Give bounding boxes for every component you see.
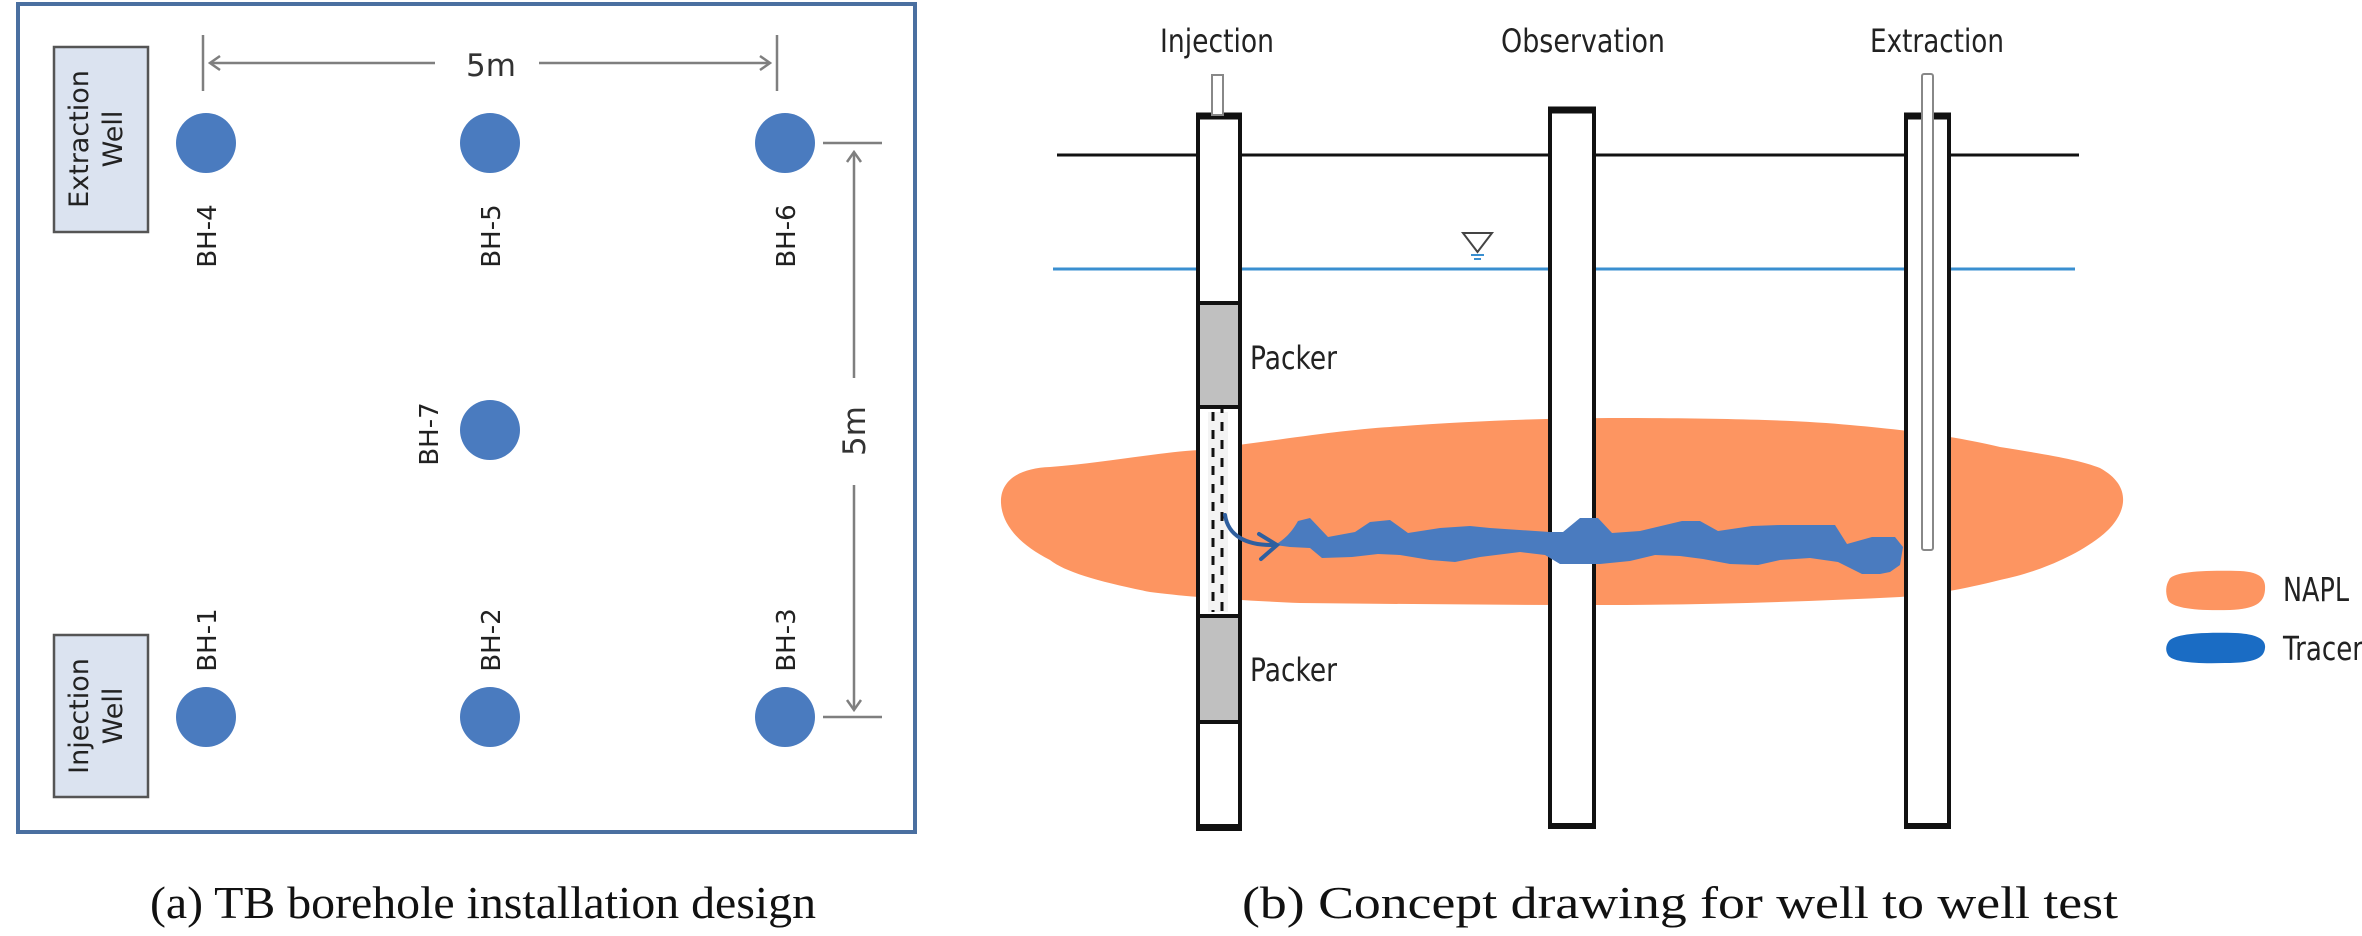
borehole-label-bh-7: BH-7 — [415, 402, 445, 465]
extraction-well-label-line2: Well — [98, 111, 129, 168]
panel-a-caption: (a) TB borehole installation design — [150, 877, 816, 928]
upper-packer-label: Packer — [1250, 339, 1338, 377]
water-table-icon — [1460, 232, 1495, 260]
observation-well-name: Observation — [1501, 22, 1665, 60]
extraction-well-label-box: Extraction Well — [52, 45, 150, 234]
horizontal-dimension-label: 5m — [466, 48, 516, 84]
extraction-well — [1904, 73, 1951, 829]
lower-packer-label: Packer — [1250, 651, 1338, 689]
legend-napl-label: NAPL — [2283, 570, 2349, 609]
extraction-well-label-line1: Extraction — [64, 70, 95, 208]
panel-b: Packer Packer Injection Observation Extr… — [1000, 22, 2362, 831]
vertical-dimension — [823, 141, 882, 719]
legend: NAPL Tracer — [2166, 570, 2362, 668]
extraction-pipe — [1921, 73, 1934, 551]
horizontal-dimension — [201, 35, 779, 91]
borehole-bh-4 — [176, 113, 236, 173]
injection-well-label-line1: Injection — [64, 658, 95, 774]
borehole-label-bh-3: BH-3 — [772, 608, 802, 671]
borehole-label-bh-2: BH-2 — [477, 608, 507, 671]
legend-tracer-swatch — [2166, 632, 2266, 664]
borehole-bh-3 — [755, 687, 815, 747]
borehole-bh-5 — [460, 113, 520, 173]
extraction-well-name: Extraction — [1870, 22, 2004, 60]
tracer-plume — [1275, 518, 1903, 574]
injection-well-label-box: Injection Well — [52, 633, 150, 799]
borehole-group: BH-4 BH-5 BH-6BH-7BH-1 BH-2 BH-3 — [176, 113, 815, 747]
legend-napl-swatch — [2166, 570, 2266, 611]
panel-a: Extraction Well Injection Well 5m — [16, 2, 917, 834]
panel-b-caption: (b) Concept drawing for well to well tes… — [1242, 877, 2118, 928]
borehole-label-bh-5: BH-5 — [477, 204, 507, 267]
borehole-bh-7 — [460, 400, 520, 460]
screen-interval — [1208, 408, 1228, 612]
lower-packer — [1196, 614, 1242, 724]
borehole-bh-6 — [755, 113, 815, 173]
injection-well-name: Injection — [1160, 22, 1274, 60]
borehole-label-bh-6: BH-6 — [772, 204, 802, 267]
tracer-flow-arrow — [1223, 513, 1281, 561]
upper-packer — [1196, 301, 1242, 409]
borehole-label-bh-1: BH-1 — [193, 608, 223, 671]
observation-well — [1548, 106, 1596, 829]
borehole-bh-1 — [176, 687, 236, 747]
injection-well — [1196, 74, 1242, 831]
legend-tracer-label: Tracer — [2282, 629, 2362, 668]
injection-pipe — [1211, 74, 1224, 116]
borehole-label-bh-4: BH-4 — [193, 204, 223, 267]
injection-well-label-line2: Well — [98, 688, 129, 745]
borehole-bh-2 — [460, 687, 520, 747]
vertical-dimension-label: 5m — [837, 406, 873, 456]
